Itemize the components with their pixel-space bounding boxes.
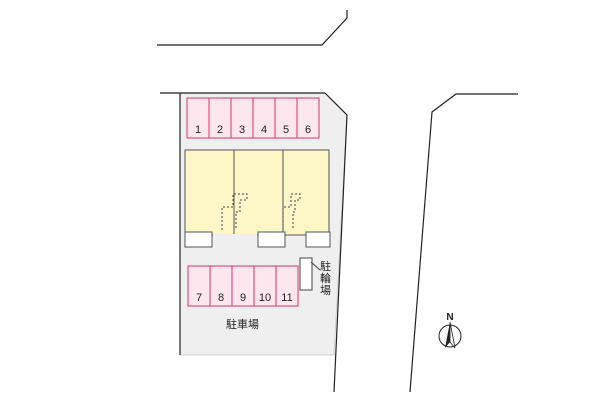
bicycle-parking-pointer (310, 261, 321, 271)
parking-bottom-space-number-11: 11 (281, 292, 292, 304)
parking-bottom-space-number-8: 8 (218, 292, 224, 304)
parking-row-bottom: 7 8 9 10 11 (187, 265, 299, 307)
parking-top-space-number-3: 3 (239, 124, 245, 136)
parking-bottom-space-number-10: 10 (259, 292, 271, 304)
parking-top-space-6 (296, 97, 320, 139)
parking-bottom-space-number-9: 9 (240, 292, 246, 304)
apartment-building (184, 149, 331, 248)
parking-top-space-number-5: 5 (283, 124, 289, 136)
bicycle-parking (299, 257, 313, 291)
north-arrow: N (438, 312, 462, 349)
parking-label: 駐車場 (226, 317, 259, 331)
road-right (409, 93, 518, 393)
bicycle-parking-label-2: 輪 (320, 271, 331, 285)
road-top (157, 10, 348, 46)
bicycle-parking-label-3: 場 (320, 284, 331, 297)
parking-top-space-number-1: 1 (195, 124, 201, 136)
parking-top-space-number-4: 4 (261, 124, 267, 136)
lot-right-line (324, 92, 348, 393)
parking-row-top: 1 2 3 4 5 6 (186, 97, 320, 139)
parking-bottom-space-11 (275, 265, 299, 307)
bicycle-parking-label-1: 駐 (320, 259, 331, 273)
parking-top-space-number-6: 6 (305, 124, 311, 136)
parking-top-space-number-2: 2 (217, 124, 223, 136)
parking-bottom-space-number-7: 7 (196, 292, 202, 304)
north-label: N (446, 312, 453, 323)
